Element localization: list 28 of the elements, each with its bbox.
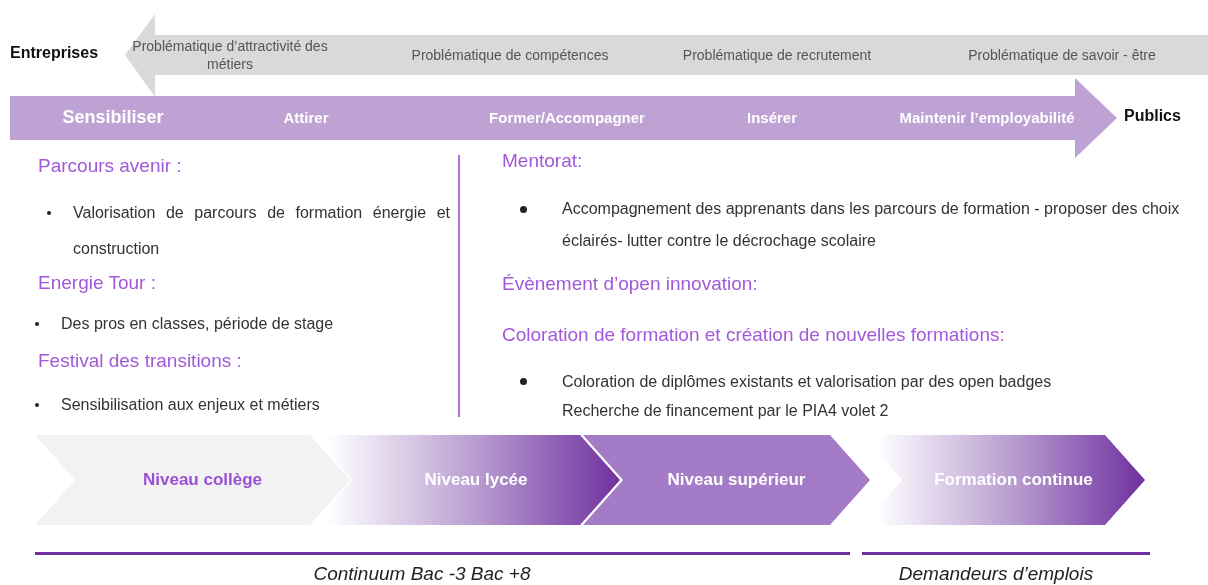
step-label: Niveau collège <box>141 468 264 491</box>
bullet-text: Des pros en classes, période de stage <box>61 314 335 334</box>
arrow-label: Problématique de savoir - être <box>967 45 1157 65</box>
arrow-label: Problématique d’attractivité des métiers <box>131 36 329 74</box>
step-label: Niveau lycée <box>423 468 529 491</box>
bullet-text: Sensibilisation aux enjeux et métiers <box>61 395 321 415</box>
bullet-text: Valorisation de parcours de formation énergie et construction <box>73 203 450 259</box>
arrow-label: Maintenir l’employabilité <box>898 108 1076 128</box>
arrow-label: Attirer <box>282 108 330 128</box>
caption-text: Demandeurs d’emplois <box>898 563 1094 585</box>
arrow-label: Former/Accompagner <box>488 108 646 128</box>
section-heading: Energie Tour : <box>38 272 156 294</box>
arrow-label: Problématique de compétences <box>410 45 610 65</box>
side-label: Entreprises <box>10 44 99 62</box>
section-heading: Parcours avenir : <box>38 155 182 177</box>
section-heading: Mentorat: <box>502 150 583 172</box>
section-heading: Coloration de formation et création de nouvelles formations: <box>502 324 1005 346</box>
bullet-text: Coloration de diplômes existants et valorisation par des open badges Recherche de financement par le PIA4 volet 2 <box>562 372 1053 421</box>
caption-text: Continuum Bac -3 Bac +8 <box>313 563 531 585</box>
arrow-label: Sensibiliser <box>61 106 165 130</box>
side-label: Publics <box>1124 107 1181 125</box>
section-heading: Évènement d’open innovation: <box>502 273 758 295</box>
bullet-text: Accompagnement des apprenants dans les parcours de formation - proposer des choix éclairés- lutter contre le décrochage scolaire <box>562 199 1181 251</box>
step-label: Formation continue <box>933 468 1094 491</box>
step-label: Niveau supérieur <box>666 468 807 491</box>
section-heading: Festival des transitions : <box>38 350 242 372</box>
arrow-label: Insérer <box>745 108 798 128</box>
arrow-label: Problématique de recrutement <box>681 45 873 65</box>
